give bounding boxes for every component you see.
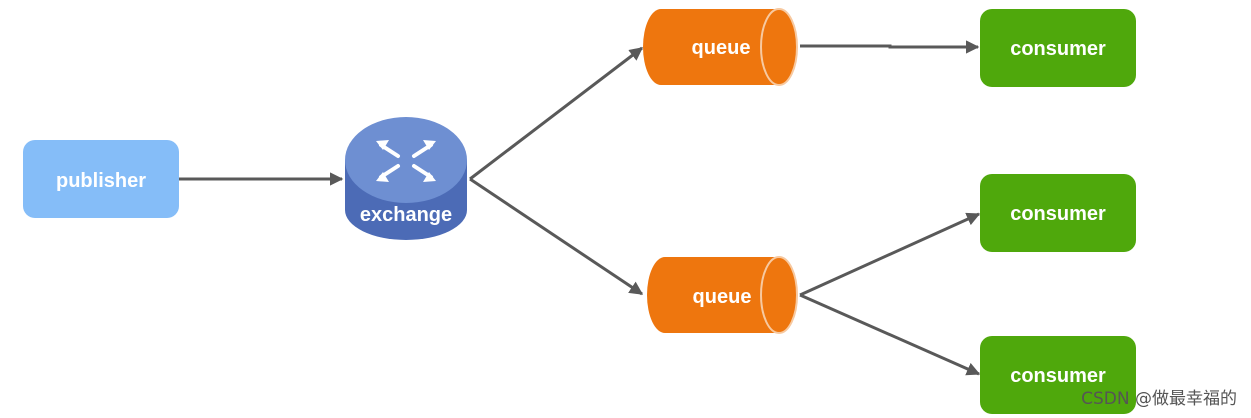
queue-top-end-cap xyxy=(760,8,798,86)
publisher-label: publisher xyxy=(56,170,146,192)
publisher-box xyxy=(23,140,179,218)
consumer-1-node: consumer xyxy=(980,9,1136,87)
consumer-3-box xyxy=(980,336,1136,414)
consumer-3-label: consumer xyxy=(1010,365,1106,387)
queue-bottom-body xyxy=(647,257,797,333)
exchange-node: exchange xyxy=(345,117,467,240)
csdn-watermark: CSDN @做最幸福的 xyxy=(1081,389,1237,409)
consumer-2-node: consumer xyxy=(980,174,1136,252)
edge-queue-bottom-to-consumer-3 xyxy=(799,293,981,376)
queue-top-body xyxy=(643,9,797,85)
queue-bottom-node: queue xyxy=(647,256,798,334)
queue-top-node: queue xyxy=(643,8,798,86)
queue-top-label: queue xyxy=(692,37,751,59)
edge-exchange-to-queue-top xyxy=(469,46,644,181)
consumer-2-label: consumer xyxy=(1010,203,1106,225)
queue-bottom-label: queue xyxy=(693,286,752,308)
exchange-cylinder-top xyxy=(345,117,467,203)
consumer-1-box xyxy=(980,9,1136,87)
edge-exchange-to-queue-bottom xyxy=(469,177,644,296)
edge-queue-top-to-consumer-1 xyxy=(800,40,980,54)
router-arrows-icon xyxy=(376,140,436,182)
edge-queue-bottom-to-consumer-2 xyxy=(799,212,981,297)
exchange-label: exchange xyxy=(360,204,452,226)
consumer-2-box xyxy=(980,174,1136,252)
consumer-1-label: consumer xyxy=(1010,38,1106,60)
consumer-3-node: consumer xyxy=(980,336,1136,414)
connections xyxy=(179,40,981,376)
publisher-node: publisher xyxy=(23,140,179,218)
queue-bottom-end-cap xyxy=(760,256,798,334)
